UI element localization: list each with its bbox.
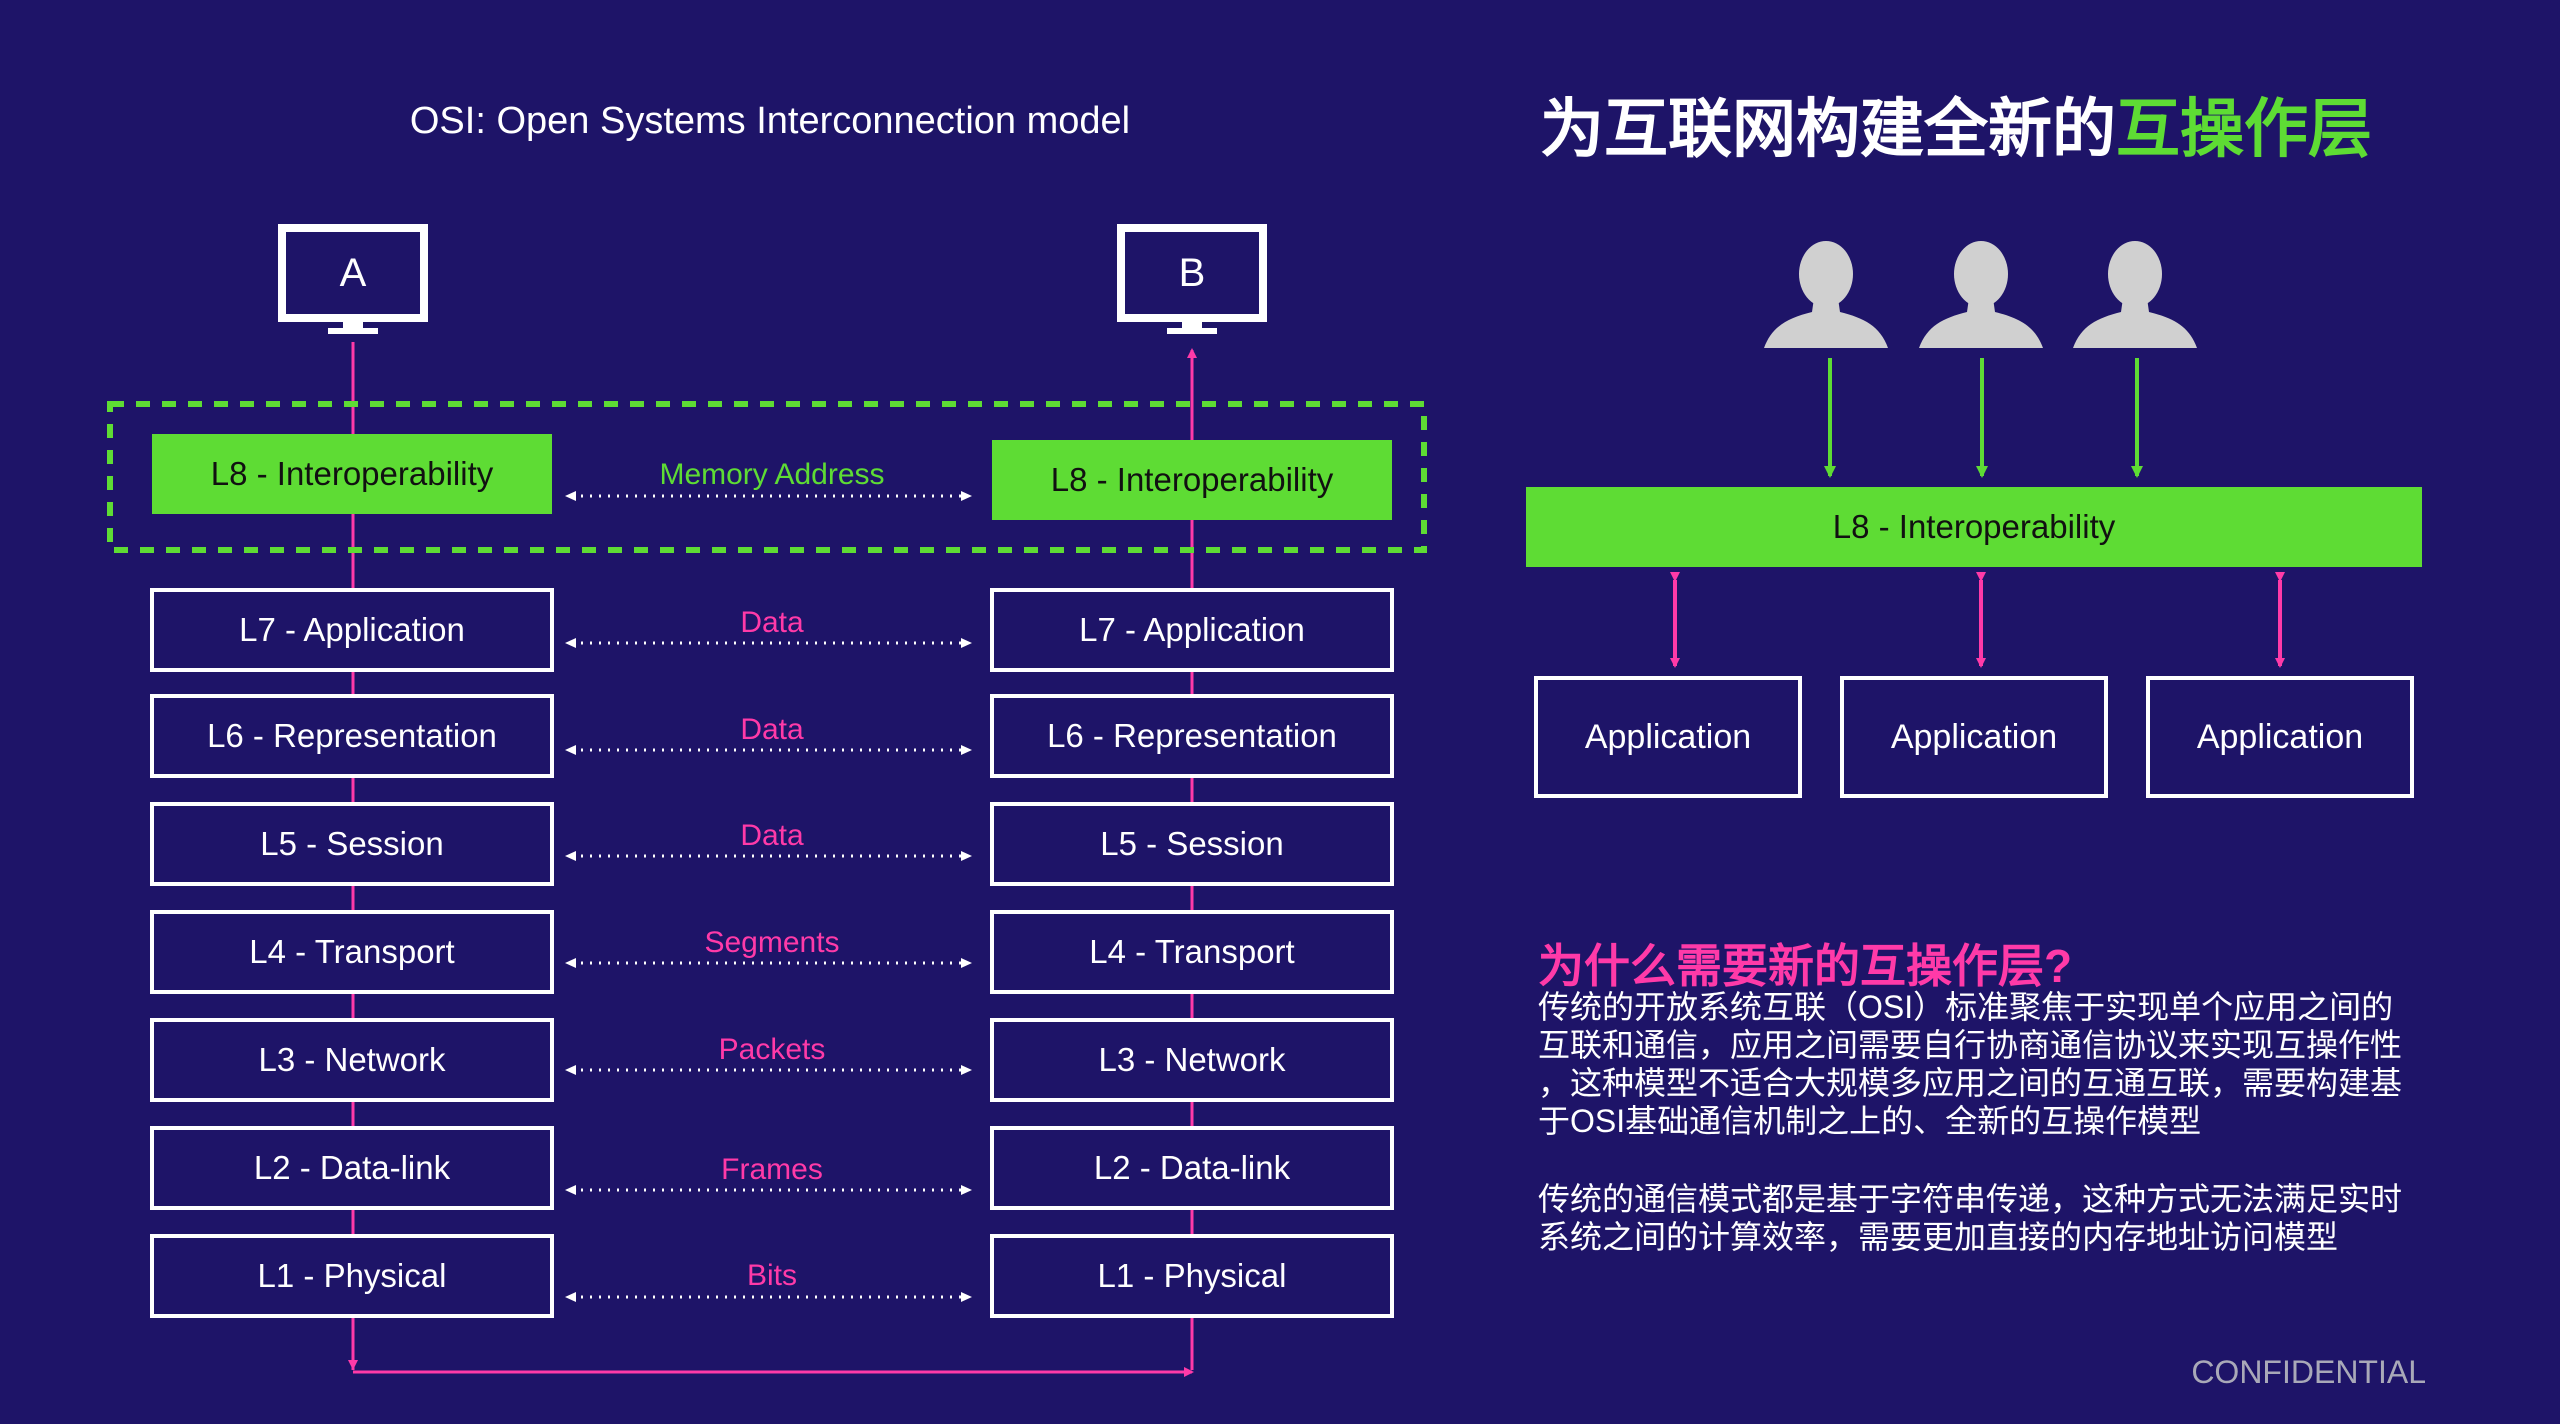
l8-dashed-frame [107,401,1427,553]
host-b-label: B [1117,224,1267,322]
link-label-l2: Frames [721,1153,823,1186]
stack-b-l7: L7 - Application [990,588,1394,672]
stack-b-l2: L2 - Data-link [990,1126,1394,1210]
stack-b-l4: L4 - Transport [990,910,1394,994]
stack-a-l6: L6 - Representation [150,694,554,778]
peer-link-arrowheads [565,491,972,1302]
interop-title: 为互联网构建全新的互操作层 [1540,78,2440,170]
link-label-l5: Data [740,819,804,852]
user-icon [2073,241,2197,348]
host-b-monitor-icon: B [1117,224,1267,334]
link-label-l7: Data [740,606,804,639]
stack-b-l8: L8 - Interoperability [992,440,1392,520]
user-icon [1919,241,2043,348]
host-a-label: A [278,224,428,322]
stack-a-l2: L2 - Data-link [150,1126,554,1210]
application-box-2: Application [1840,676,2108,798]
interop-title-part1: 为互联网构建全新的 [1540,93,2116,165]
question-paragraph-1: 传统的开放系统互联（OSI）标准聚焦于实现单个应用之间的 互联和通信，应用之间需… [1538,988,2402,1140]
application-box-1: Application [1534,676,1802,798]
interop-layer-bar: L8 - Interoperability [1526,487,2422,567]
user-arrows [1824,358,2143,478]
stack-a-l4: L4 - Transport [150,910,554,994]
question-paragraph-2: 传统的通信模式都是基于字符串传递，这种方式无法满足实时 系统之间的计算效率，需要… [1538,1180,2402,1256]
paragraph-1-line: 于OSI基础通信机制之上的、全新的互操作模型 [1538,1103,2202,1139]
paragraph-1-line: ，这种模型不适合大规模多应用之间的互通互联，需要构建基 [1538,1065,2403,1101]
paragraph-1-line: 传统的开放系统互联（OSI）标准聚焦于实现单个应用之间的 [1538,989,2394,1025]
stack-a-l5: L5 - Session [150,802,554,886]
paragraph-2-line: 系统之间的计算效率，需要更加直接的内存地址访问模型 [1538,1219,2339,1255]
link-label-l1: Bits [746,1259,797,1292]
question-heading: 为什么需要新的互操作层? [1538,940,2073,992]
stack-b-l5: L5 - Session [990,802,1394,886]
interop-title-part2: 互操作层 [2116,93,2372,165]
paragraph-2-line: 传统的通信模式都是基于字符串传递，这种方式无法满足实时 [1538,1181,2403,1217]
link-label-l4: Segments [704,926,840,959]
link-label-l6: Data [740,713,804,746]
app-arrows [1670,572,2285,668]
stack-a-l7: L7 - Application [150,588,554,672]
application-box-3: Application [2146,676,2414,798]
stack-a-l1: L1 - Physical [150,1234,554,1318]
link-label-l3: Packets [718,1033,826,1066]
stack-a-l3: L3 - Network [150,1018,554,1102]
stack-b-l6: L6 - Representation [990,694,1394,778]
host-a-monitor-icon: A [278,224,428,334]
stack-b-l1: L1 - Physical [990,1234,1394,1318]
paragraph-1-line: 互联和通信，应用之间需要自行协商通信协议来实现互操作性 [1538,1027,2403,1063]
stack-b-l3: L3 - Network [990,1018,1394,1102]
stack-a-l8: L8 - Interoperability [152,434,552,514]
link-label-l8: Memory Address [659,458,885,491]
confidential-label: CONFIDENTIAL [2191,1354,2426,1390]
osi-title: OSI: Open Systems Interconnection model [409,100,1131,142]
user-icon [1764,241,1888,348]
